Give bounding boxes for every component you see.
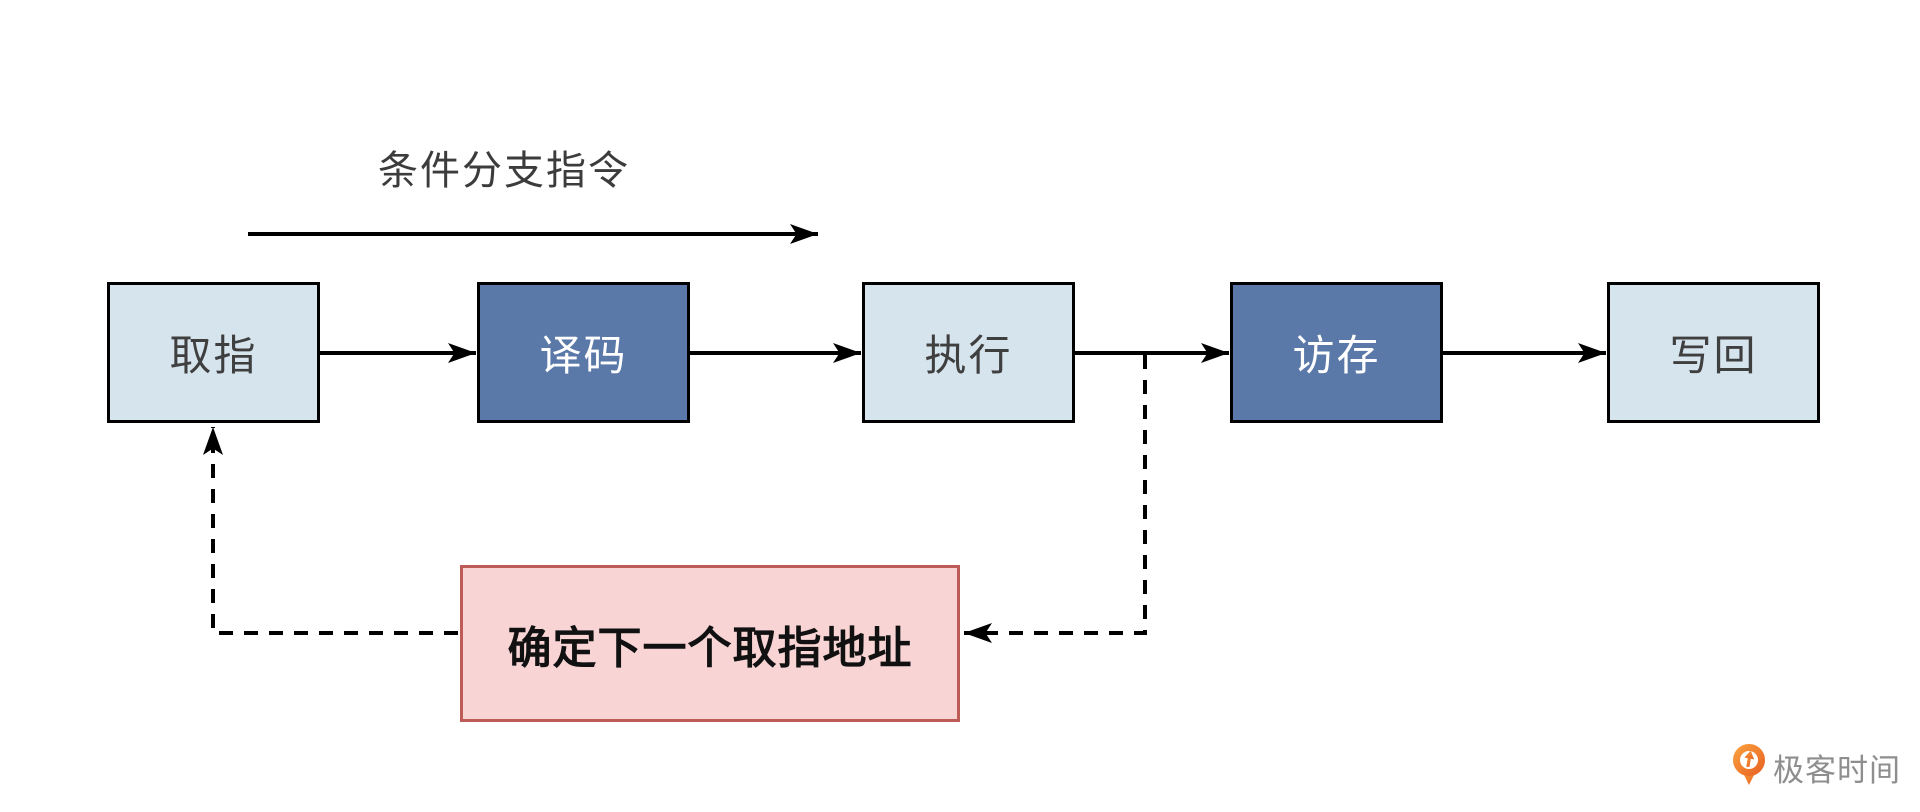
stage-box-decode: 译码 bbox=[477, 282, 690, 423]
stage-box-execute: 执行 bbox=[862, 282, 1075, 423]
brand-logo: 极客时间 bbox=[1732, 744, 1901, 791]
stage-label-memory: 访存 bbox=[1292, 332, 1381, 379]
brand-text: 极客时间 bbox=[1773, 753, 1901, 788]
dashed-arrow-to-feedback bbox=[964, 355, 1147, 643]
stage-box-writeback: 写回 bbox=[1607, 282, 1820, 423]
feedback-box: 确定下一个取指地址 bbox=[460, 565, 960, 722]
stage-label-fetch: 取指 bbox=[169, 332, 258, 379]
stage-label-decode: 译码 bbox=[539, 332, 628, 379]
stage-label-writeback: 写回 bbox=[1669, 332, 1758, 379]
stage-box-memory: 访存 bbox=[1230, 282, 1443, 423]
branch-annotation-label: 条件分支指令 bbox=[378, 149, 630, 193]
dashed-arrow-to-fetch bbox=[203, 427, 458, 635]
feedback-box-label: 确定下一个取指地址 bbox=[507, 623, 913, 673]
geektime-logo-icon bbox=[1733, 744, 1765, 785]
stage-box-fetch: 取指 bbox=[107, 282, 320, 423]
stage-label-execute: 执行 bbox=[924, 332, 1013, 379]
